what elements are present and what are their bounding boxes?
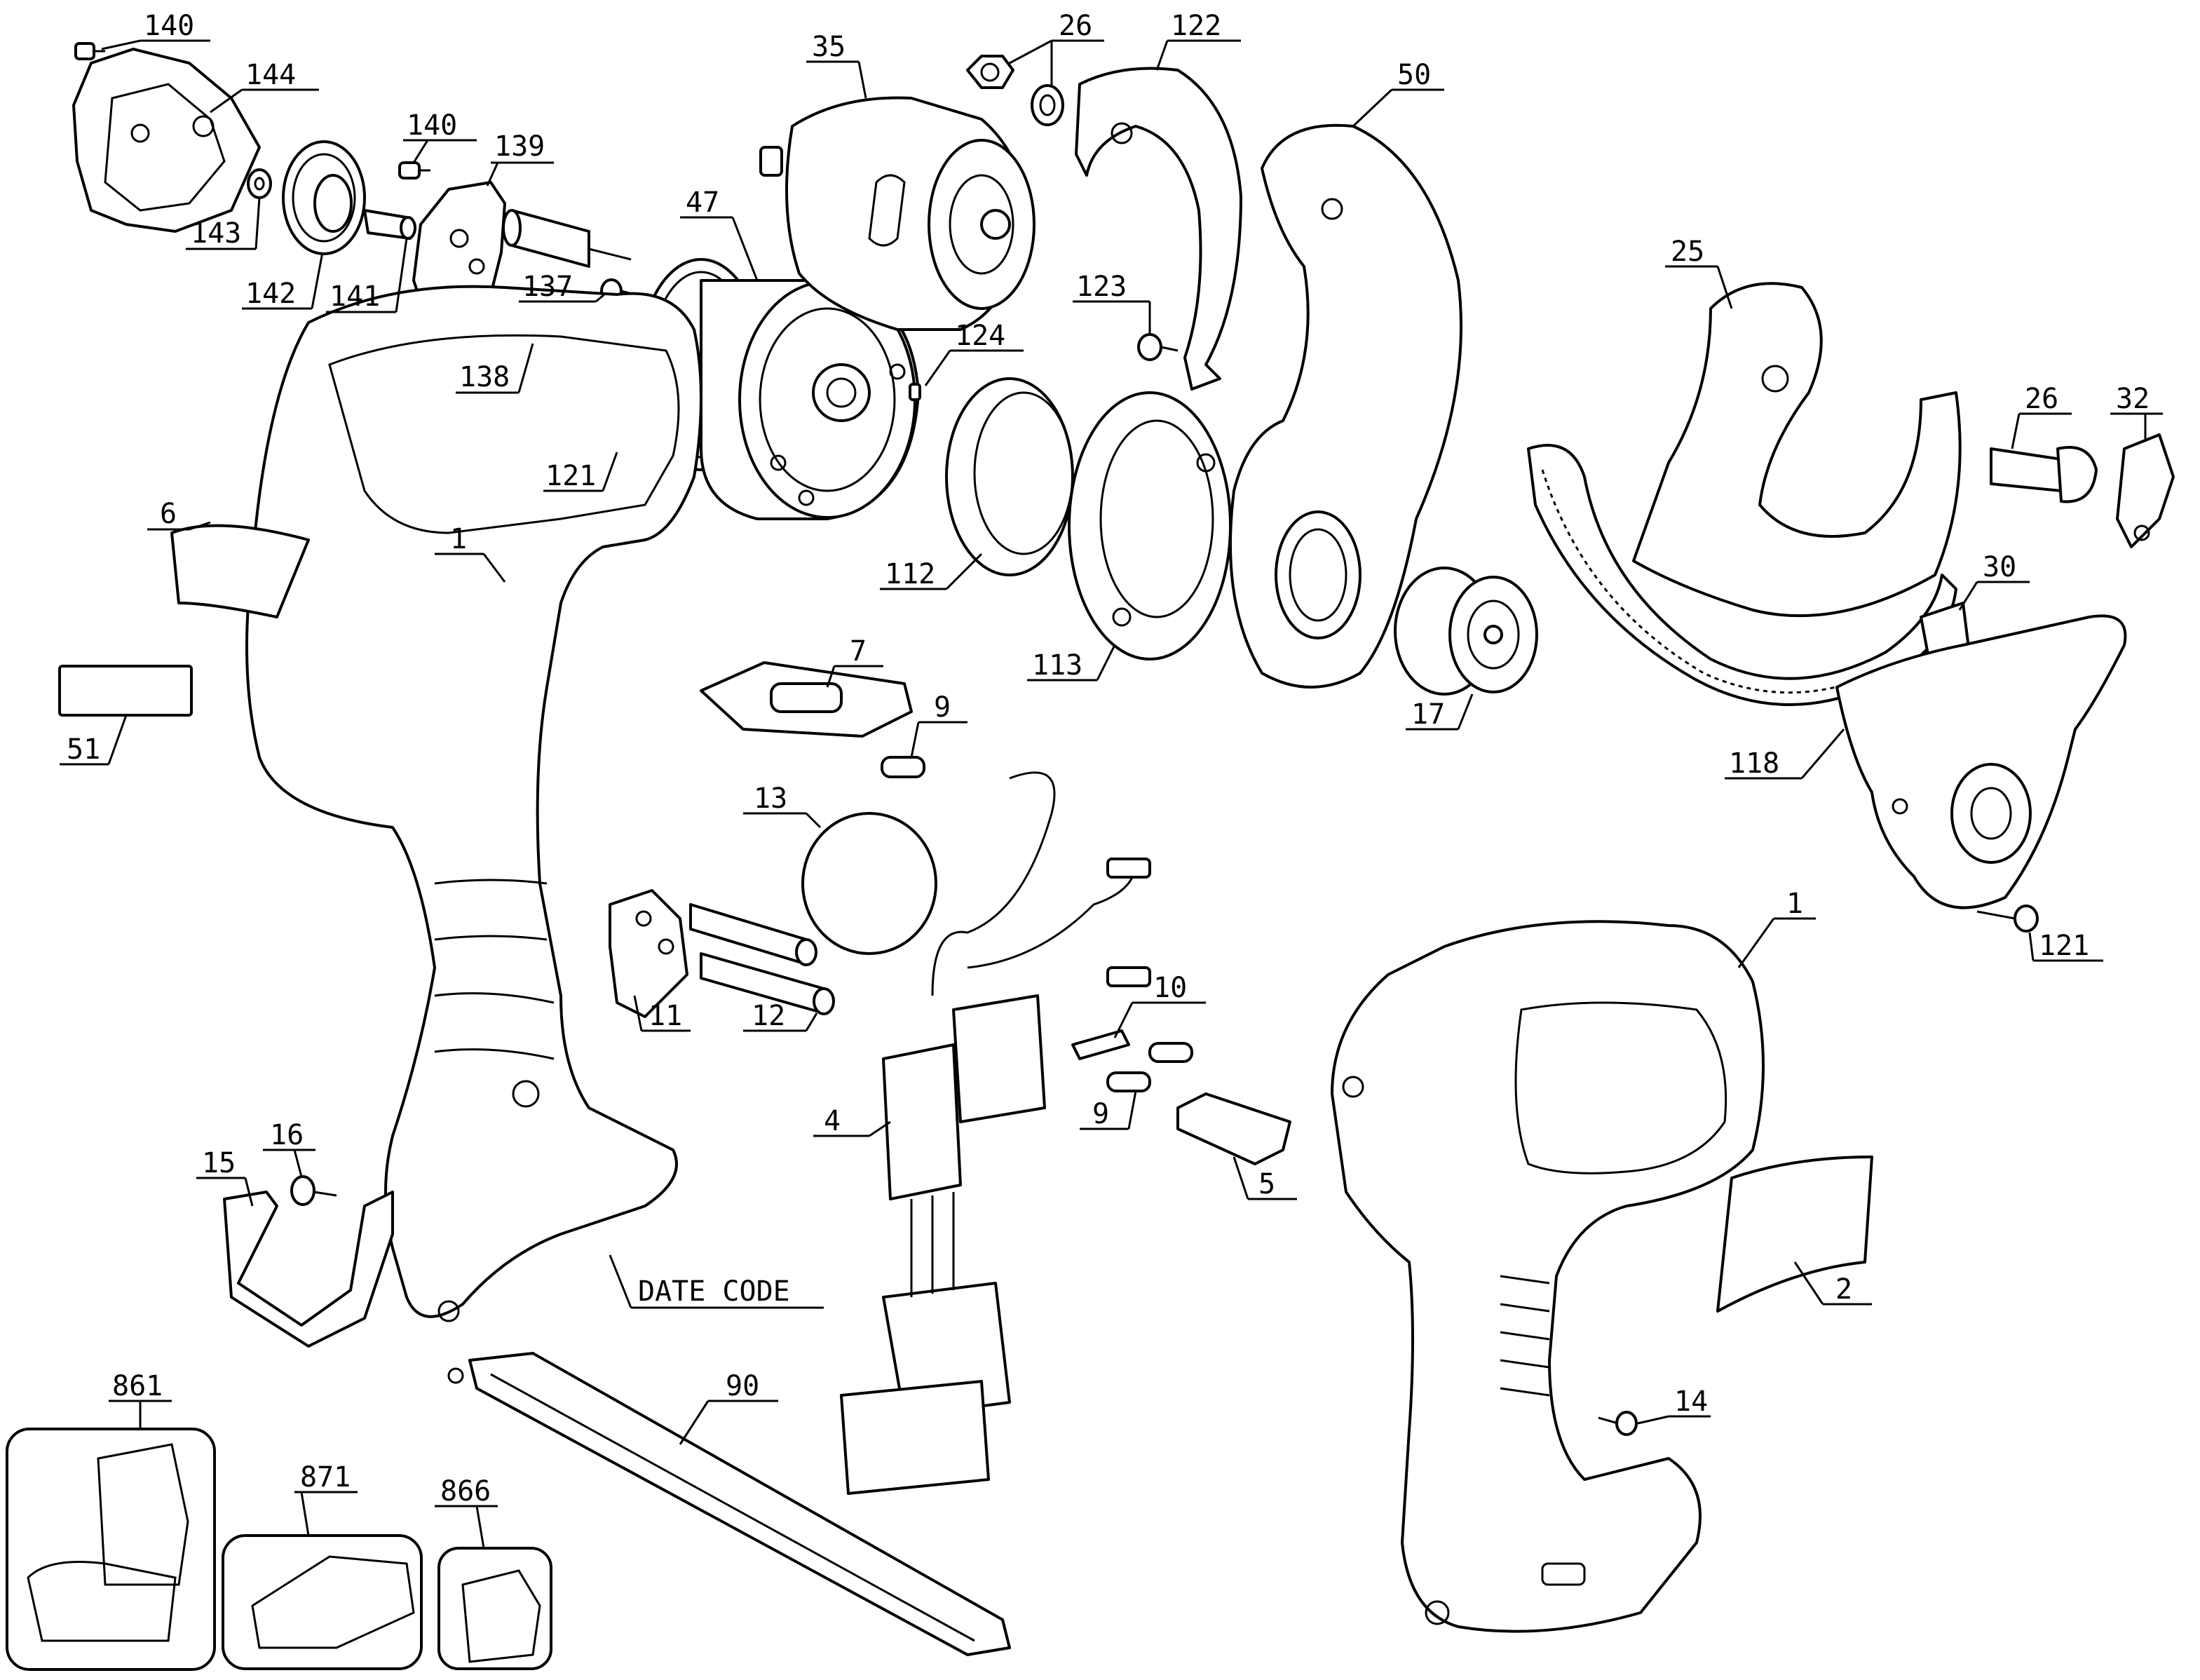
part-1-right-housing <box>1331 920 1765 1633</box>
part-10-clip <box>1071 1029 1130 1060</box>
callout-leaders <box>60 39 2163 1549</box>
callout-4: 4 <box>824 1105 841 1137</box>
callout-144: 144 <box>245 59 296 91</box>
callout-30: 30 <box>1983 551 2016 583</box>
part-140-screw <box>74 42 105 60</box>
callout-9: 9 <box>1092 1098 1109 1130</box>
callout-871: 871 <box>300 1461 351 1493</box>
callout-121: 121 <box>545 460 596 492</box>
callout-14: 14 <box>1674 1386 1708 1418</box>
callout-35: 35 <box>812 31 846 63</box>
callout-17: 17 <box>1411 698 1445 731</box>
callout-11: 11 <box>649 1000 682 1032</box>
callout-26: 26 <box>2025 383 2058 415</box>
callout-866: 866 <box>440 1475 491 1508</box>
part-112-ring <box>945 377 1074 576</box>
callout-90: 90 <box>726 1370 759 1402</box>
part-143-washer <box>247 168 272 199</box>
part-142-gear <box>282 140 366 255</box>
callout-113: 113 <box>1032 649 1082 682</box>
part-123-screw <box>1137 333 1179 361</box>
part-144-gear-case <box>72 48 261 233</box>
callout-112: 112 <box>885 558 935 590</box>
part-14-screw <box>1598 1411 1638 1436</box>
callout-137: 137 <box>522 271 573 303</box>
callout-16: 16 <box>270 1119 304 1151</box>
date-code-label: DATE CODE <box>638 1275 790 1308</box>
callout-138: 138 <box>459 361 510 393</box>
callout-50: 50 <box>1397 59 1431 91</box>
part-2-label <box>1716 1156 1873 1313</box>
part-15-bracket <box>223 1191 394 1348</box>
part-866-battery-box <box>437 1547 552 1670</box>
part-121-screw-2 <box>1976 905 2039 933</box>
part-26-nut-washer <box>966 55 1064 126</box>
callout-141: 141 <box>330 280 380 313</box>
part-5-slider <box>1176 1092 1291 1165</box>
part-124-pin <box>909 383 921 401</box>
callout-140: 140 <box>144 10 194 42</box>
part-141-pin <box>363 209 416 240</box>
callout-118: 118 <box>1729 747 1779 780</box>
callout-123: 123 <box>1076 271 1127 303</box>
callout-10: 10 <box>1153 972 1187 1004</box>
callout-32: 32 <box>2116 383 2150 415</box>
part-861-case-box <box>6 1428 216 1671</box>
callout-12: 12 <box>752 1000 785 1032</box>
callout-139: 139 <box>494 130 545 163</box>
part-16-screw <box>290 1175 337 1206</box>
part-140-screw-2 <box>398 161 430 179</box>
part-90-rail <box>447 1352 1011 1656</box>
part-13-disc <box>801 812 937 955</box>
part-871-charger-box <box>222 1534 423 1670</box>
part-113-gasket <box>1068 391 1232 661</box>
callout-1: 1 <box>450 523 467 555</box>
callout-2: 2 <box>1835 1273 1852 1306</box>
callout-861: 861 <box>112 1370 163 1402</box>
callout-labels: 140 144 140 139 143 142 141 137 138 121 … <box>67 10 2150 1508</box>
part-9-pin <box>881 756 925 778</box>
part-26-bolt <box>1990 446 2098 503</box>
part-25-guard <box>1632 282 1962 618</box>
part-7-cover <box>700 661 913 738</box>
callout-7: 7 <box>850 635 867 668</box>
callout-47: 47 <box>686 187 719 219</box>
callout-13: 13 <box>754 783 787 815</box>
part-122-bracket <box>1075 67 1242 391</box>
callout-143: 143 <box>191 217 241 250</box>
gear-case-group <box>72 42 632 373</box>
part-17-pulley <box>1394 567 1538 696</box>
part-1-left-housing <box>245 285 702 1322</box>
callout-1: 1 <box>1786 888 1803 920</box>
part-9-pin-2 <box>1148 1042 1193 1063</box>
part-35-motor <box>759 96 1036 331</box>
part-4-switch <box>840 771 1151 1495</box>
part-32-clip <box>2116 433 2175 548</box>
part-51-label <box>58 665 193 717</box>
callout-9: 9 <box>934 691 951 724</box>
callout-15: 15 <box>202 1147 236 1179</box>
part-12-rods <box>689 903 835 1015</box>
part-belt <box>1527 444 1957 706</box>
callout-6: 6 <box>160 498 177 530</box>
callout-122: 122 <box>1171 10 1221 42</box>
callout-142: 142 <box>245 278 296 310</box>
part-6-label <box>170 524 310 618</box>
callout-26: 26 <box>1059 10 1092 42</box>
callout-51: 51 <box>67 733 100 766</box>
part-9-pin-3 <box>1106 1071 1151 1092</box>
callout-25: 25 <box>1671 236 1704 268</box>
part-118-lower-guard <box>1835 614 2127 909</box>
callout-124: 124 <box>955 320 1005 352</box>
callout-5: 5 <box>1258 1168 1275 1200</box>
callout-121: 121 <box>2039 930 2089 962</box>
callout-140: 140 <box>407 109 457 142</box>
part-11-plate <box>609 889 688 1018</box>
